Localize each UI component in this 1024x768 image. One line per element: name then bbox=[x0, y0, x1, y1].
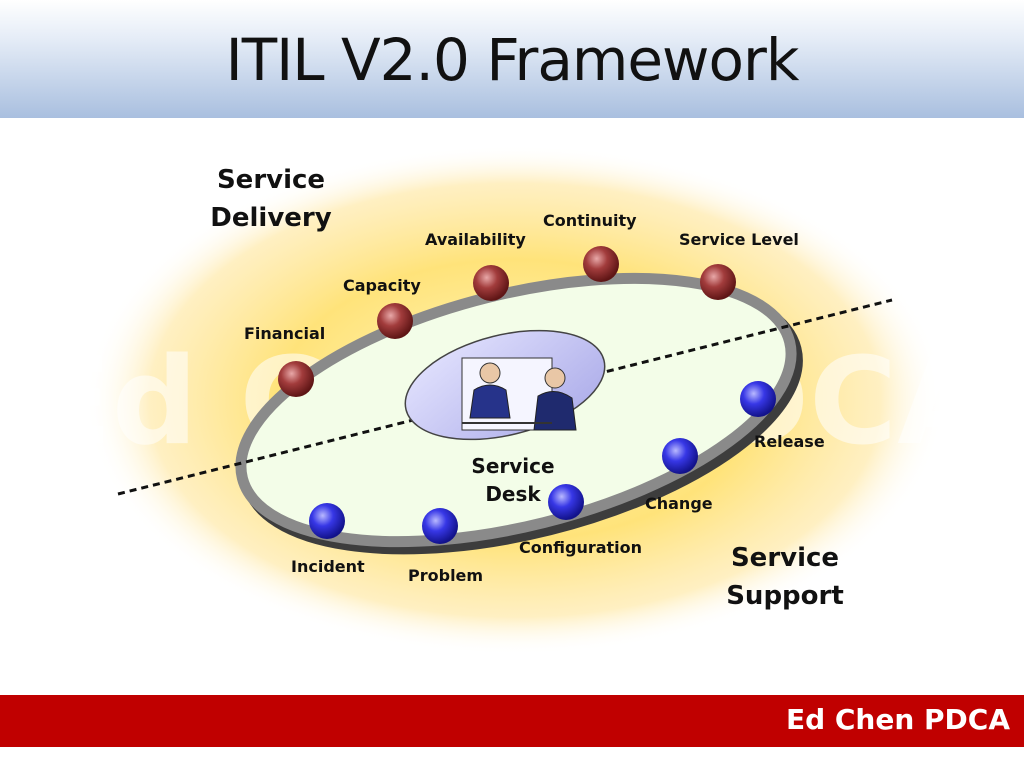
itil-diagram-canvas: Ed Chen PDCA bbox=[30, 145, 990, 655]
service-support-heading-line1: Service bbox=[730, 543, 840, 573]
financial-node bbox=[278, 361, 314, 397]
service-level-label: Service Level bbox=[679, 230, 799, 249]
change-node bbox=[662, 438, 698, 474]
service-delivery-heading: Service Delivery bbox=[200, 161, 342, 237]
slide-title: ITIL V2.0 Framework bbox=[225, 26, 800, 94]
itil-diagram: Ed Chen PDCA bbox=[0, 118, 1024, 695]
incident-node bbox=[309, 503, 345, 539]
service-support-heading-line2: Support bbox=[726, 581, 844, 611]
service-delivery-heading-line2: Delivery bbox=[210, 203, 332, 233]
problem-label: Problem bbox=[408, 566, 484, 585]
service-desk-label-line1: Service bbox=[471, 454, 555, 478]
footer-bar: Ed Chen PDCA bbox=[0, 695, 1024, 747]
release-label: Release bbox=[754, 432, 825, 451]
service-desk-label: Service Desk bbox=[458, 452, 568, 508]
incident-label: Incident bbox=[291, 557, 365, 576]
title-band: ITIL V2.0 Framework bbox=[0, 0, 1024, 118]
capacity-label: Capacity bbox=[343, 276, 421, 295]
service-delivery-heading-line1: Service bbox=[216, 165, 326, 195]
availability-node bbox=[473, 265, 509, 301]
problem-node bbox=[422, 508, 458, 544]
configuration-node bbox=[548, 484, 584, 520]
change-label: Change bbox=[645, 494, 713, 513]
footer-brand: Ed Chen PDCA bbox=[785, 703, 1010, 736]
service-level-node bbox=[700, 264, 736, 300]
continuity-node bbox=[583, 246, 619, 282]
configuration-label: Configuration bbox=[519, 538, 643, 557]
release-node bbox=[740, 381, 776, 417]
service-desk-figures bbox=[461, 357, 577, 431]
financial-label: Financial bbox=[244, 324, 326, 343]
capacity-node bbox=[377, 303, 413, 339]
continuity-label: Continuity bbox=[543, 211, 637, 230]
service-support-heading: Service Support bbox=[714, 539, 856, 615]
availability-label: Availability bbox=[425, 230, 526, 249]
service-desk-label-line2: Desk bbox=[485, 482, 541, 506]
